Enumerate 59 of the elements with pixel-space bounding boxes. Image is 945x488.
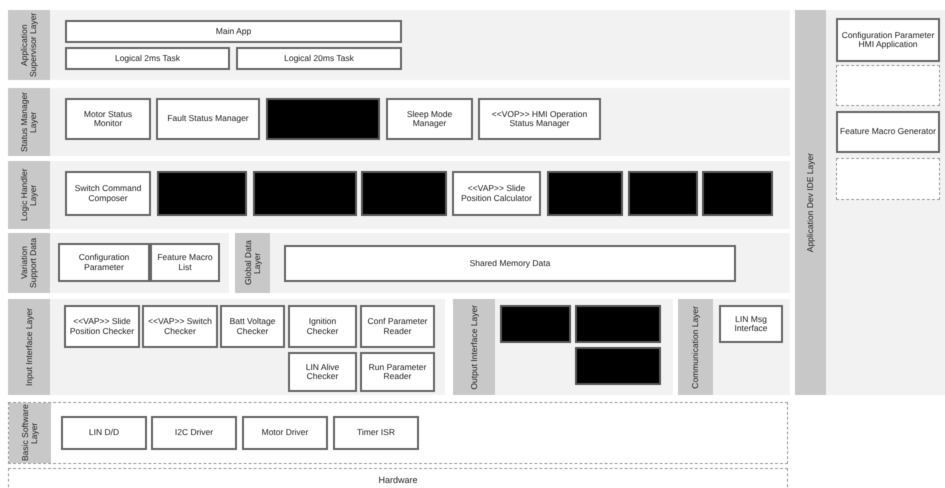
redacted-block bbox=[157, 171, 247, 216]
module-box: Batt Voltage Checker bbox=[220, 305, 285, 348]
layer-label: Status Manager Layer bbox=[20, 91, 38, 154]
layer-label: Variation Support Data bbox=[20, 236, 38, 290]
layer-label: Hardware bbox=[378, 475, 418, 485]
layer-label: Logic Handler Layer bbox=[20, 168, 38, 224]
redacted-block bbox=[361, 171, 447, 216]
module-box: LIN D/D bbox=[61, 416, 147, 450]
module-box: Conf Parameter Reader bbox=[360, 305, 435, 348]
module-box: Configuration Parameter bbox=[58, 243, 150, 282]
layer-label: Output Interface Layer bbox=[470, 304, 478, 390]
redacted-block bbox=[253, 171, 357, 216]
module-box: Motor Driver bbox=[242, 416, 328, 450]
dashed-layer-panel bbox=[8, 402, 788, 464]
layer-panel bbox=[8, 299, 445, 395]
layer-panel bbox=[795, 10, 945, 395]
redacted-block bbox=[628, 171, 698, 216]
module-box: I2C Driver bbox=[151, 416, 237, 450]
layer-panel bbox=[8, 88, 790, 156]
module-box: Ignition Checker bbox=[288, 305, 357, 348]
layer-label: Basic Software Layer bbox=[21, 404, 39, 463]
module-box: Configuration Parameter HMI Application bbox=[836, 18, 940, 62]
redacted-block bbox=[547, 171, 623, 216]
module-box: Shared Memory Data bbox=[284, 245, 736, 282]
layer-panel bbox=[453, 299, 673, 395]
module-box: Timer ISR bbox=[333, 416, 419, 450]
module-box: Sleep Mode Manager bbox=[386, 98, 473, 140]
redacted-block bbox=[702, 171, 773, 216]
layer-panel bbox=[678, 299, 790, 395]
layer-label: Global Data Layer bbox=[244, 239, 262, 288]
layer-label: Communication Layer bbox=[691, 306, 700, 388]
redacted-block bbox=[266, 98, 380, 140]
module-box: Switch Command Composer bbox=[65, 171, 151, 216]
module-box: Run Parameter Reader bbox=[360, 352, 435, 392]
module-box: LIN Msg Interface bbox=[719, 305, 783, 343]
redacted-block bbox=[500, 305, 571, 343]
module-box: Logical 2ms Task bbox=[65, 47, 230, 70]
module-box: <<VAP>> Switch Checker bbox=[142, 305, 218, 348]
placeholder-box bbox=[836, 65, 940, 106]
module-box: Motor Status Monitor bbox=[65, 98, 151, 140]
layer-panel bbox=[8, 161, 790, 229]
layer-panel bbox=[8, 10, 790, 80]
module-box: Feature Macro Generator bbox=[836, 111, 940, 153]
layer-label: Application Supervisor Layer bbox=[20, 12, 38, 80]
layer-panel bbox=[235, 233, 790, 293]
redacted-block bbox=[575, 305, 661, 343]
layer-label: Input Interface Layer bbox=[24, 308, 34, 386]
placeholder-box bbox=[836, 158, 940, 200]
layer-label: Application Dev IDE Layer bbox=[806, 152, 815, 252]
module-box: Main App bbox=[65, 20, 402, 43]
module-box: Fault Status Manager bbox=[156, 98, 260, 140]
module-box: Logical 20ms Task bbox=[236, 47, 402, 70]
module-box: <<VOP>> HMI Operation Status Manager bbox=[478, 98, 601, 140]
module-box: <<VAP>> Slide Position Calculator bbox=[452, 171, 541, 216]
module-box: Feature Macro List bbox=[150, 243, 220, 282]
module-box: <<VAP>> Slide Position Checker bbox=[64, 305, 140, 348]
redacted-block bbox=[575, 347, 661, 385]
layer-panel bbox=[8, 233, 229, 293]
module-box: LIN Alive Checker bbox=[288, 352, 357, 392]
